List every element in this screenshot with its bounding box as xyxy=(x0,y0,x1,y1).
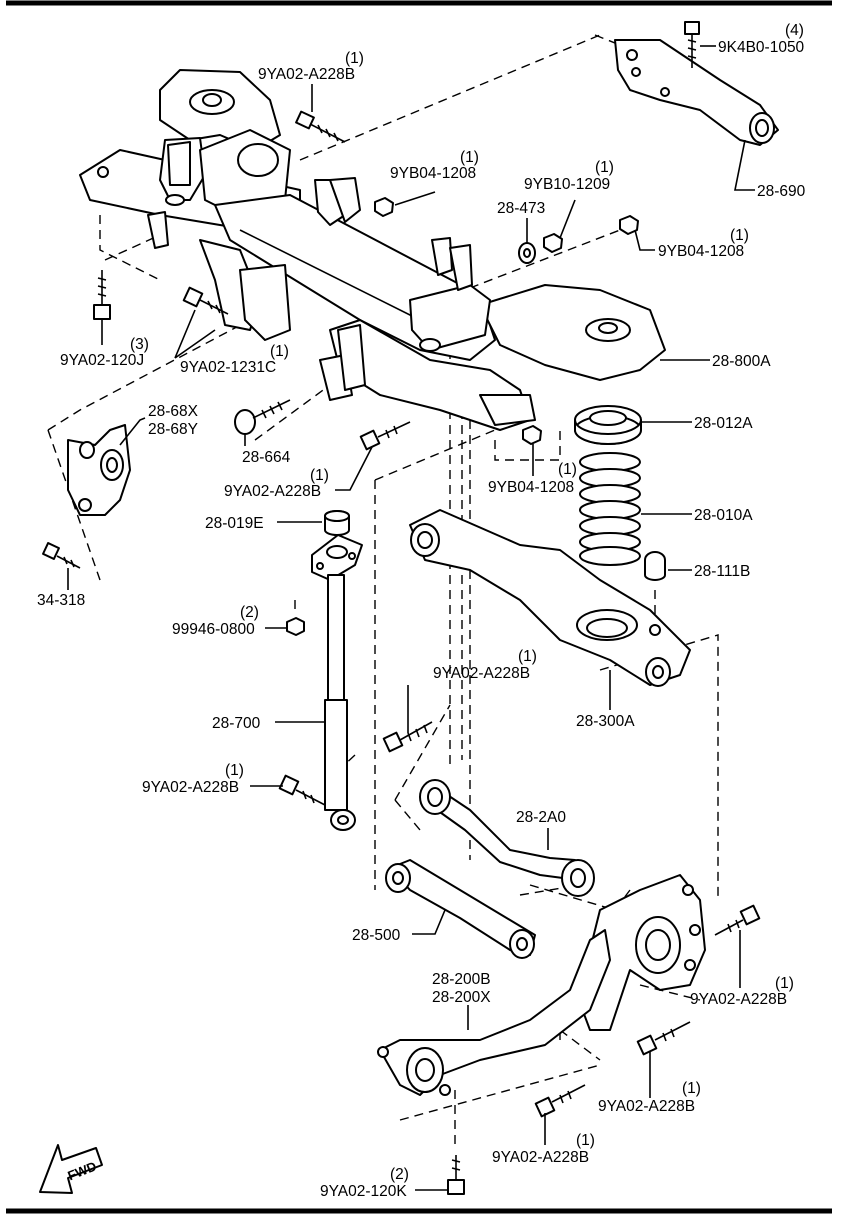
part-number-label: 28-300A xyxy=(576,713,635,730)
part-number-label: 28-800A xyxy=(712,353,771,370)
callout-qty: (1) xyxy=(682,1080,701,1097)
bump-stopper-28-111b xyxy=(644,551,666,581)
bolt-28-664 xyxy=(234,399,291,435)
callout-qty: (2) xyxy=(390,1166,409,1183)
bound-stopper-28-019e xyxy=(324,510,350,536)
callout-qty: (1) xyxy=(775,975,794,992)
part-number-label: 28-690 xyxy=(757,183,806,200)
part-number-label: 28-012A xyxy=(694,415,753,432)
part-number-label: 28-019E xyxy=(205,515,264,532)
part-number-label: 28-68Y xyxy=(148,421,198,438)
part-number-label: 28-500 xyxy=(352,927,401,944)
part-number-label: 9YA02-A228B xyxy=(690,991,787,1008)
part-number-label: 9YA02-A228B xyxy=(224,483,321,500)
part-number-label: 28-010A xyxy=(694,507,753,524)
bracket-28-68x-28-68y xyxy=(67,424,131,516)
bolt-9ya02-1231c xyxy=(182,286,229,315)
callout-qty: (1) xyxy=(595,159,614,176)
callout-qty: (1) xyxy=(518,648,537,665)
lower-arm-28-300a xyxy=(409,509,691,687)
part-number-label: 9YA02-120J xyxy=(60,352,144,369)
trailing-link-28-200b-28-200x xyxy=(377,929,611,1096)
part-number-label: 9YB04-1208 xyxy=(390,165,476,182)
bolt-9ya02-a228b-lower-right xyxy=(636,1021,691,1056)
bolt-9ya02-a228b-top xyxy=(295,110,346,143)
fwd-direction-arrow: FWD xyxy=(39,1144,103,1194)
part-number-label: 34-318 xyxy=(37,592,85,609)
nut-9yb04-1208-upper xyxy=(374,197,394,217)
callout-qty: (1) xyxy=(270,343,289,360)
callout-qty: (2) xyxy=(240,604,259,621)
callout-qty: (1) xyxy=(730,227,749,244)
bolt-9ya02-a228b-knuckle xyxy=(714,904,761,936)
spring-seat-28-012a xyxy=(574,405,642,445)
crossmember-subframe xyxy=(79,69,666,431)
callout-qty: (1) xyxy=(310,467,329,484)
part-number-label: 9YA02-A228B xyxy=(598,1098,695,1115)
shock-absorber-28-700 xyxy=(311,534,363,831)
bolt-9ya02-a228b-lower-arm xyxy=(382,721,433,753)
part-number-label: 28-111B xyxy=(694,563,750,580)
callout-qty: (3) xyxy=(130,336,149,353)
nut-99946-0800 xyxy=(286,617,305,636)
part-number-label: 9YA02-A228B xyxy=(433,665,530,682)
callout-qty: (1) xyxy=(576,1132,595,1149)
nut-9yb10-1209 xyxy=(543,233,563,253)
part-number-label: 9YA02-A228B xyxy=(492,1149,589,1166)
part-number-label: 9YB04-1208 xyxy=(658,243,744,260)
callout-qty: (4) xyxy=(785,22,804,39)
rear-knuckle xyxy=(574,874,706,1031)
callout-qty: (1) xyxy=(345,50,364,67)
callout-labels: (4) 9K4B0-1050 (1) 9YA02-A228B 28-690 (1… xyxy=(37,22,806,1200)
part-number-label: 28-664 xyxy=(242,449,291,466)
bolt-9k4b0-1050 xyxy=(684,21,700,68)
bolt-34-318 xyxy=(42,542,81,569)
upper-arm-28-2a0 xyxy=(419,779,595,897)
part-number-label: 28-700 xyxy=(212,715,261,732)
nut-9yb04-1208-right xyxy=(619,215,639,235)
part-number-label: 28-473 xyxy=(497,200,545,217)
part-number-label: 28-2A0 xyxy=(516,809,566,826)
part-number-label: 9YB04-1208 xyxy=(488,479,574,496)
nut-9yb04-1208-lower xyxy=(522,425,542,445)
part-number-label: 28-200B xyxy=(432,971,491,988)
part-number-label: 9YB10-1209 xyxy=(524,176,610,193)
bolt-9ya02-a228b-bottom xyxy=(534,1084,586,1118)
bolt-9ya02-120j xyxy=(93,270,111,320)
part-number-label: 9YA02-A228B xyxy=(258,66,355,83)
coil-spring-28-010a xyxy=(579,452,641,566)
bolt-9ya02-120k xyxy=(447,1155,465,1195)
bolt-9ya02-a228b-shock xyxy=(278,774,326,806)
callout-qty: (1) xyxy=(460,149,479,166)
part-number-label: 9YA02-A228B xyxy=(142,779,239,796)
part-number-label: 28-68X xyxy=(148,403,199,420)
part-number-label: 9YA02-1231C xyxy=(180,359,276,376)
part-number-label: 99946-0800 xyxy=(172,621,255,638)
leader-lines xyxy=(67,45,755,1191)
washer-28-473 xyxy=(518,242,536,264)
callout-qty: (1) xyxy=(225,762,244,779)
part-number-label: 9K4B0-1050 xyxy=(718,39,805,56)
part-number-label: 9YA02-120K xyxy=(320,1183,407,1200)
lateral-link-28-500 xyxy=(385,859,536,959)
part-number-label: 28-200X xyxy=(432,989,491,1006)
mount-bracket-28-690 xyxy=(614,39,779,146)
bolt-9ya02-a228b-mid xyxy=(359,421,411,451)
callout-qty: (1) xyxy=(558,461,577,478)
